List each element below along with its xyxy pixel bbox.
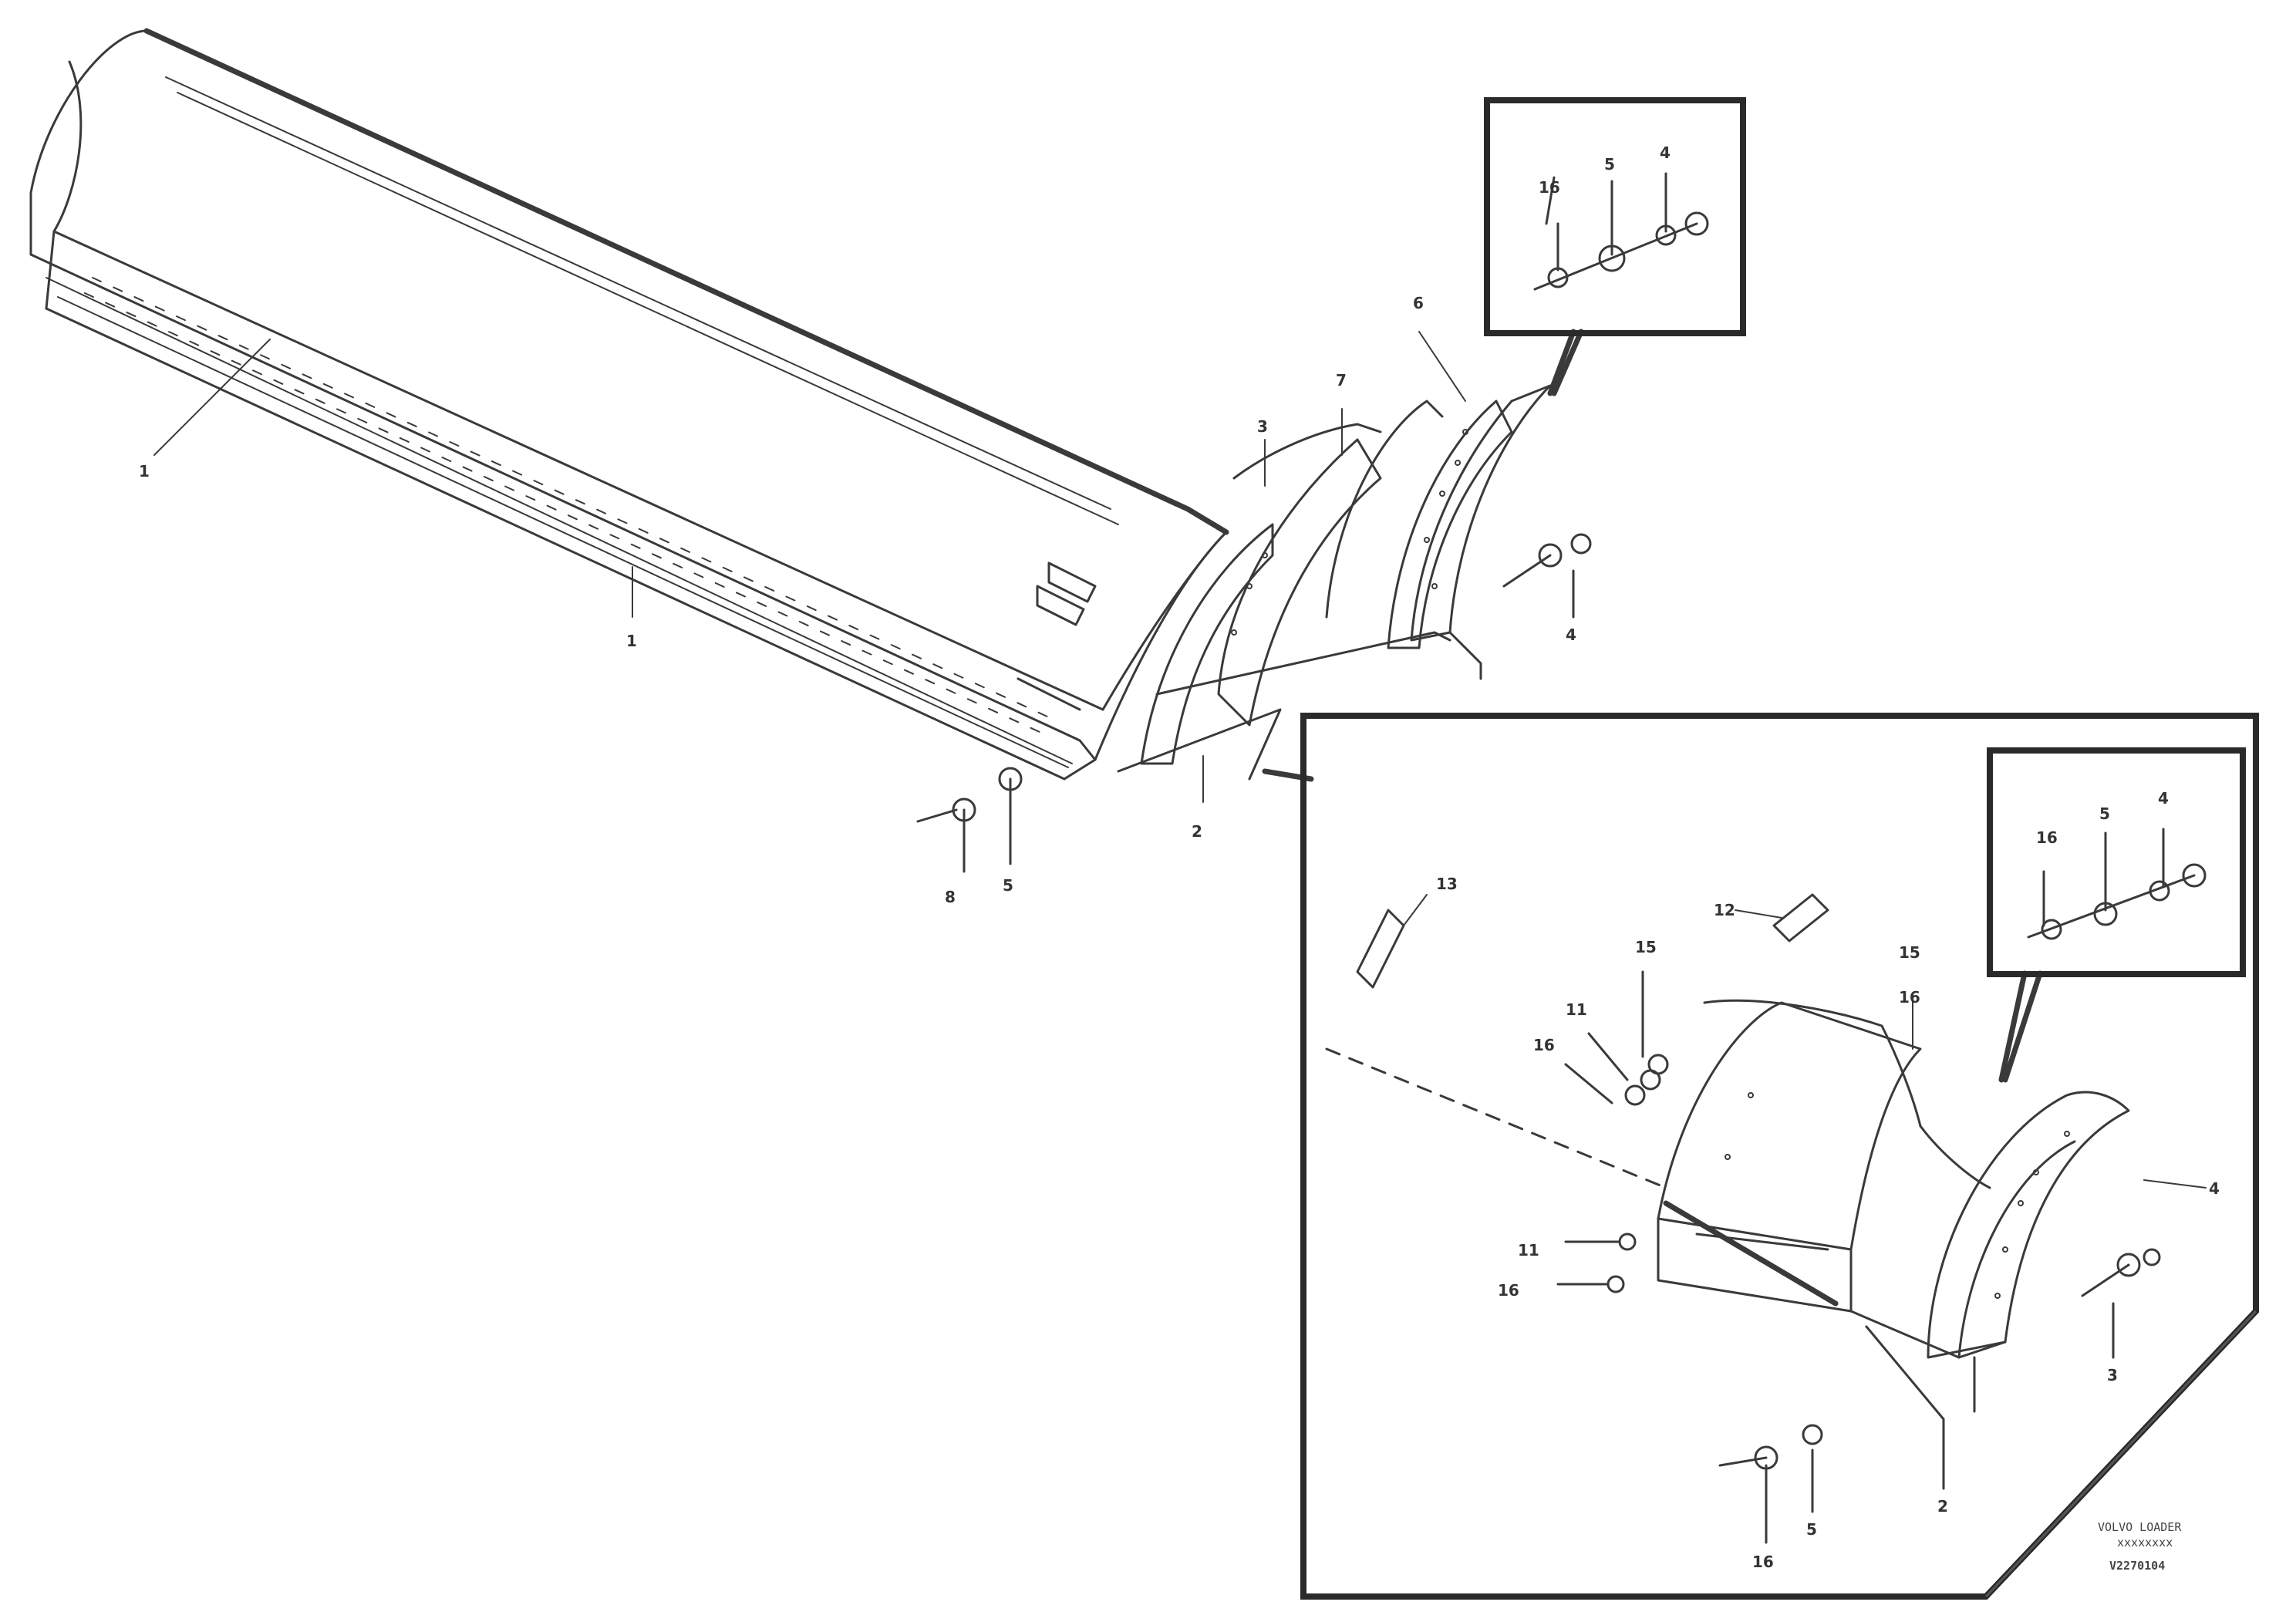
callout-label: 16 xyxy=(2036,828,2058,847)
callout-label: 16 xyxy=(1899,988,1920,1007)
callout-label: 6 xyxy=(1413,294,1424,312)
caption-line-1: VOLVO LOADER xyxy=(2098,1520,2182,1534)
callout-label: 16 xyxy=(1498,1281,1519,1300)
callout-label: 5 xyxy=(1003,876,1013,895)
callout-label: 5 xyxy=(2099,804,2110,823)
callout-label: 3 xyxy=(1257,417,1268,436)
callout-label: 5 xyxy=(1806,1520,1817,1539)
callout-label: 1 xyxy=(139,462,150,481)
callout-label: 15 xyxy=(1635,938,1657,956)
callout-label: 1 xyxy=(626,632,637,650)
callout-label: 11 xyxy=(1518,1241,1539,1259)
detail-inset-small: 16 5 4 xyxy=(1987,747,2246,977)
callout-label: 7 xyxy=(1336,371,1347,389)
beam-body xyxy=(143,28,1229,535)
callout-label: 5 xyxy=(1604,155,1615,174)
callout-label: 2 xyxy=(1192,822,1202,841)
main-callouts: 1 1 2 3 4 5 6 7 8 xyxy=(139,294,1576,906)
caption-line-2: xxxxxxxx xyxy=(2117,1536,2173,1549)
beam-end-cap xyxy=(52,60,83,233)
callout-label: 8 xyxy=(945,888,956,906)
main-assembly xyxy=(29,28,1592,873)
callout-label: 2 xyxy=(1937,1497,1948,1516)
callout-label: 4 xyxy=(2209,1179,2220,1198)
callout-label: 11 xyxy=(1566,1000,1587,1019)
callout-label: 16 xyxy=(1539,178,1560,197)
beam-top-edge xyxy=(29,29,148,256)
segment-plate-4 xyxy=(1410,384,1552,642)
callout-label: 16 xyxy=(1533,1036,1555,1054)
segment-plate-inset xyxy=(1927,1091,2130,1359)
bolt-cluster-left xyxy=(916,767,1023,873)
callout-label: 13 xyxy=(1436,875,1458,893)
segment-plate-3 xyxy=(1387,400,1513,649)
drawing-code: V2270104 xyxy=(2109,1559,2165,1573)
detail-inset-top: 16 5 4 xyxy=(1484,97,1746,336)
bolt-cluster-right xyxy=(1502,533,1592,619)
callout-label: 3 xyxy=(2107,1366,2118,1384)
callout-label: 4 xyxy=(2158,789,2169,808)
segment-plate-2 xyxy=(1217,438,1382,727)
segment-plate-1 xyxy=(1140,523,1274,765)
detail-inset-large: 16 5 4 13 12 15 15 11 16 16 11 16 2 4 3 … xyxy=(1300,713,2259,1600)
callout-label: 4 xyxy=(1566,626,1576,644)
callout-label: 16 xyxy=(1752,1553,1774,1571)
callout-label: 12 xyxy=(1714,901,1735,919)
callout-label: 15 xyxy=(1899,943,1920,962)
callout-label: 4 xyxy=(1660,143,1671,162)
